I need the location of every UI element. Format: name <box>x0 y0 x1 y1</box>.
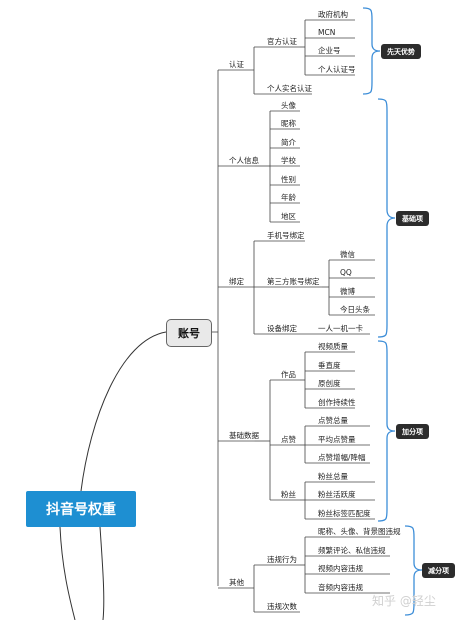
node-works-item: 创作持续性 <box>318 398 356 407</box>
node-violation-item: 昵称、头像、背景图违规 <box>318 527 401 536</box>
node-third-party-item: QQ <box>340 268 352 277</box>
node-device-binding: 设备绑定 <box>267 324 297 333</box>
root-node: 抖音号权重 <box>26 491 136 527</box>
connector <box>362 7 381 95</box>
node-official-item: 个人认证号 <box>318 65 356 74</box>
node-profile: 个人信息 <box>229 156 259 165</box>
connector <box>59 526 76 620</box>
node-profile-item: 性别 <box>281 175 296 184</box>
node-violation-item: 音频内容违规 <box>318 583 363 592</box>
node-likes: 点赞 <box>281 435 296 444</box>
connector <box>99 526 105 620</box>
node-official-cert: 官方认证 <box>267 37 297 46</box>
connector <box>80 331 167 492</box>
connector <box>377 340 396 522</box>
node-profile-item: 年龄 <box>281 193 296 202</box>
node-profile-item: 地区 <box>281 212 296 221</box>
node-third-party-item: 微信 <box>340 250 355 259</box>
connector <box>377 98 396 338</box>
node-device-item: 一人一机一卡 <box>318 324 363 333</box>
watermark: 知乎 @轻尘 <box>372 594 436 608</box>
node-fans-item: 粉丝标签匹配度 <box>318 509 371 518</box>
node-third-party-item: 微博 <box>340 287 355 296</box>
node-realname-cert: 个人实名认证 <box>267 84 312 93</box>
node-works: 作品 <box>281 370 296 379</box>
tag-basic-items: 基础项 <box>396 211 429 226</box>
node-third-party-item: 今日头条 <box>340 305 370 314</box>
node-works-item: 原创度 <box>318 379 341 388</box>
node-fans-item: 粉丝活跃度 <box>318 490 356 499</box>
hub-node: 账号 <box>166 319 212 347</box>
node-works-item: 视频质量 <box>318 342 348 351</box>
node-basic-data: 基础数据 <box>229 431 259 440</box>
node-auth: 认证 <box>229 60 244 69</box>
node-works-item: 垂直度 <box>318 361 341 370</box>
node-violation-item: 频繁评论、私信违规 <box>318 546 386 555</box>
tag-innate-advantage: 先天优势 <box>381 44 421 59</box>
node-violation-item: 视频内容违规 <box>318 564 363 573</box>
node-profile-item: 头像 <box>281 101 296 110</box>
tag-bonus-items: 加分项 <box>396 424 429 439</box>
node-profile-item: 昵称 <box>281 119 296 128</box>
node-fans: 粉丝 <box>281 490 296 499</box>
node-official-item: 企业号 <box>318 46 341 55</box>
node-binding: 绑定 <box>229 277 244 286</box>
node-violation-count: 违规次数 <box>267 602 297 611</box>
tag-penalty-items: 减分项 <box>422 563 455 578</box>
node-third-party-binding: 第三方账号绑定 <box>267 277 320 286</box>
node-likes-item: 点赞增幅/降幅 <box>318 453 366 462</box>
node-likes-item: 平均点赞量 <box>318 435 356 444</box>
node-profile-item: 简介 <box>281 138 296 147</box>
node-profile-item: 学校 <box>281 156 296 165</box>
node-likes-item: 点赞总量 <box>318 416 348 425</box>
node-phone-binding: 手机号绑定 <box>267 231 305 240</box>
node-other: 其他 <box>229 578 244 587</box>
node-official-item: MCN <box>318 28 336 37</box>
node-violation: 违规行为 <box>267 555 297 564</box>
node-fans-item: 粉丝总量 <box>318 472 348 481</box>
node-official-item: 政府机构 <box>318 10 348 19</box>
